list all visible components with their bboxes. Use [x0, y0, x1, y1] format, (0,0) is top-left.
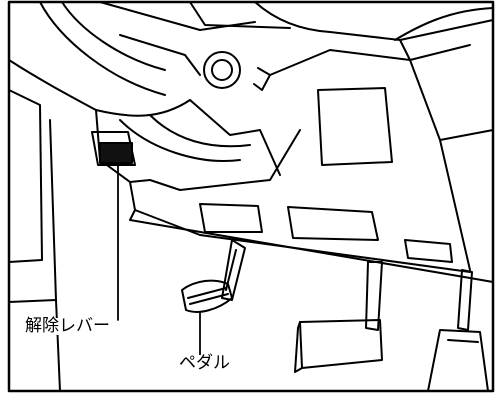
- lower-dash-panel: [95, 87, 471, 279]
- parking-brake-pedal: [181, 239, 246, 313]
- ignition-knob: [203, 51, 241, 89]
- figure-frame: [7, 0, 495, 393]
- dashboard: [269, 7, 494, 271]
- pedal-label: ペダル: [178, 353, 231, 373]
- panel-cutout-1: [199, 203, 263, 233]
- panel-cutout-3: [404, 239, 453, 263]
- release-lever-handle: [99, 142, 133, 164]
- release-lever: [91, 131, 136, 166]
- accelerator-pedal: [427, 269, 489, 392]
- brake-pedal: [294, 261, 383, 373]
- floor-line: [55, 299, 61, 392]
- dash-recess: [317, 87, 393, 166]
- release-lever-label: 解除レバー: [24, 316, 111, 336]
- door-pillar: [8, 59, 97, 303]
- panel-cutout-2: [287, 206, 379, 241]
- side-trim: [469, 277, 494, 283]
- steering-column: [39, 1, 331, 96]
